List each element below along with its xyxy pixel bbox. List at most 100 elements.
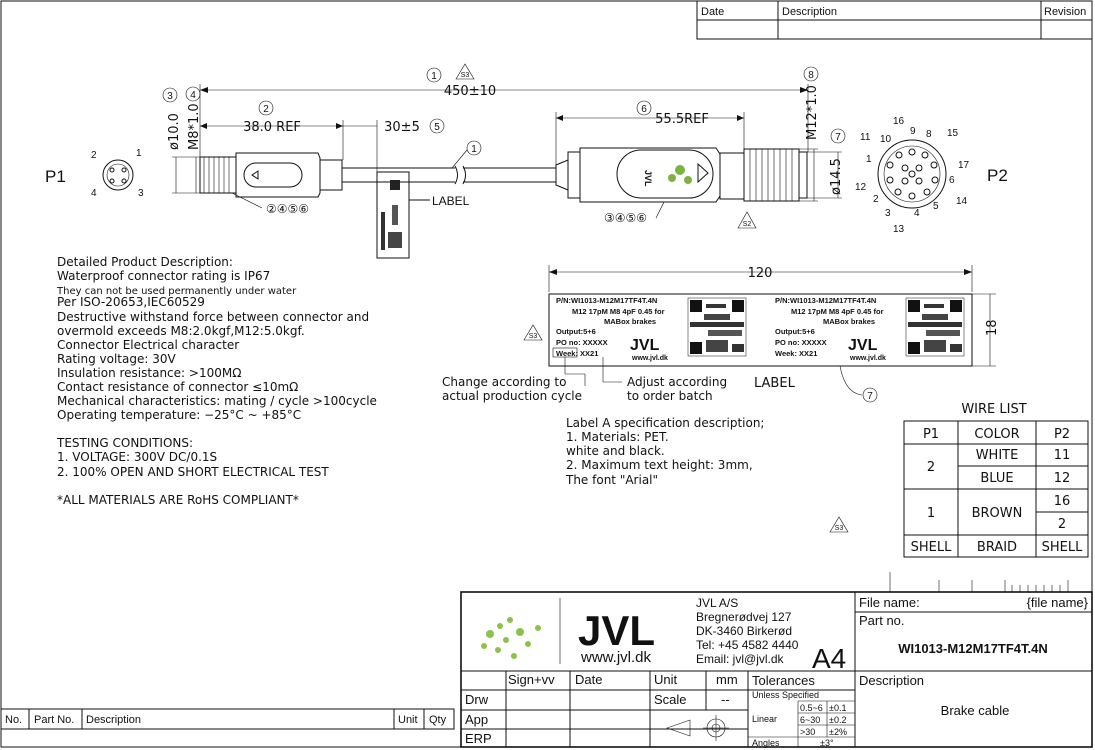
p2-pin-17: 17 [958,160,970,171]
row-app: App [465,712,488,727]
p2-connector: JVL [555,147,808,203]
wire-header-p2: P2 [1054,427,1070,442]
p1-pin-3: 3 [138,188,144,199]
file-name-label: File name: [859,595,920,610]
angles-label: Angles [752,738,780,748]
testing-line-1: 1. VOLTAGE: 300V DC/0.1S [57,450,217,464]
rev-mark-s2: S2 [743,221,752,228]
rev-mark-label: S3 [529,333,538,340]
label-line3: MABox brakes [604,317,656,326]
unless-specified: Unless Specified [752,690,819,700]
label-spec-4: 2. Maximum text height: 3mm, [566,458,753,472]
wire-row3-p1: 1 [927,506,935,521]
bom-no: No. [5,714,22,726]
bom-description: Description [86,714,141,726]
testing-conditions: TESTING CONDITIONS: 1. VOLTAGE: 300V DC/… [56,436,329,507]
label-pn: P/N:WI1013-M12M17TF4T.4N [556,296,657,305]
tol-value-3: ±2% [829,727,847,737]
p1-label: P1 [45,167,66,186]
label-spec: Label A specification description; 1. Ma… [565,416,764,487]
dim-thread-left-num: 4 [190,90,196,101]
cable-label-flag: LABEL [376,171,470,259]
p2-pin-6: 6 [949,175,955,186]
revision-table: Date Description Revision [696,0,1093,40]
label-word: LABEL [754,376,796,391]
dim-dia-right-num: 7 [835,132,841,143]
p2-pin-13: 13 [893,224,905,235]
callout-right: ③④⑤⑥ [604,211,647,225]
label-line4-2: Output:5+6 [775,327,815,336]
tol-range-3: >30 [800,727,815,737]
p2-pin-15: 15 [947,128,959,139]
dim-thread-left: M8*1.0 [187,103,202,150]
desc-line-11: Mechanical characteristics: mating / cyc… [57,394,377,408]
tol-range-1: 0.5~6 [800,703,823,713]
label-sample-left: P/N:WI1013-M12M17TF4T.4N M12 17pM M8 4pF… [556,296,747,362]
label-spec-3: white and black. [566,444,665,458]
p2-pin-11: 11 [860,132,871,143]
wire-row1-p2: 11 [1054,448,1071,463]
desc-line-10: Contact resistance of connector ≤10mΩ [57,380,298,394]
p2-pin-16: 16 [893,116,905,127]
wire-row5-color: BRAID [977,540,1017,555]
wire-row2-color: BLUE [980,471,1013,486]
p2-pin-2: 2 [873,194,879,205]
p2-pin-5: 5 [933,201,939,212]
label-week-2: Week: XX21 [775,349,817,358]
desc-line-12: Operating temperature: −25°C ~ +85°C [57,408,301,422]
rev-revision-header: Revision [1044,6,1086,18]
desc-line-1: Detailed Product Description: [57,255,233,269]
company-street: Bregnerødvej 127 [696,610,792,624]
label-spec-5: The font "Arial" [565,473,658,487]
cable-callout-num: 1 [471,144,477,155]
bom-part-no: Part No. [34,714,74,726]
bom-header: No. Part No. Description Unit Qty [0,708,455,730]
dim-total-num: 1 [431,71,437,82]
label-line2-2: M12 17pM M8 4pF 0.45 for [791,307,884,316]
dim-label-width: 120 [748,266,773,281]
company-email: Email: jvl@jvl.dk [696,652,785,666]
row-erp: ERP [465,731,492,746]
label-flag-text: LABEL [432,194,470,208]
jvl-logo: JVL [578,607,655,654]
label-sample-right: P/N:WI1013-M12M17TF4T.4N M12 17pM M8 4pF… [775,296,965,362]
projection-symbol [666,715,729,741]
label-po: PO no: XXXXX [556,338,608,347]
dim-30: 30±5 [384,120,420,135]
testing-line-2: 2. 100% OPEN AND SHORT ELECTRICAL TEST [57,465,329,479]
product-description: Detailed Product Description: Waterproof… [56,255,377,422]
sign-header: Sign+vv [508,672,555,687]
unit-header: Unit [654,672,678,687]
wire-row3-color: BROWN [972,506,1023,521]
file-name-value: {file name} [1027,595,1089,610]
note-adjust-1: Adjust according [627,375,727,389]
desc-line-3: They can not be used permanently under w… [56,286,297,297]
label-pn-2: P/N:WI1013-M12M17TF4T.4N [775,296,876,305]
rev-description-header: Description [782,6,837,18]
testing-title: TESTING CONDITIONS: [56,436,193,450]
dim-thread-right-num: 8 [808,70,814,81]
label-artwork: 120 18 P/N:WI1013-M12M17TF4T.4N M12 17pM… [442,265,1000,533]
dim-ref-right-num: 6 [641,104,647,115]
note-adjust-2: to order batch [627,389,713,403]
wire-list: WIRE LIST P1 COLOR P2 2 WHITE 11 BLUE 12… [903,402,1089,558]
wire-row2-p2: 12 [1054,471,1071,486]
description-value: Brake cable [941,703,1010,718]
tolerances-label: Tolerances [752,673,815,688]
label-logo-2: JVL [848,337,878,354]
p1-connector [199,152,343,198]
dim-dia-left-num: 3 [167,91,173,102]
unit-value: mm [716,672,738,687]
callout-left: ②④⑤⑥ [266,202,309,216]
date-header: Date [575,672,602,687]
dim-total: 450±10 [444,84,496,99]
p2-label: P2 [987,166,1008,185]
svg-text:JVL: JVL [643,170,653,187]
p1-pin-2: 2 [91,150,97,161]
note-change-1: Change according to [442,375,566,389]
rev-date-header: Date [701,6,724,18]
title-block: JVL www.jvl.dk JVL A/S Bregnerødvej 127 … [460,591,1093,748]
p2-pin-1: 1 [866,154,872,165]
p2-pin-3: 3 [885,208,891,219]
